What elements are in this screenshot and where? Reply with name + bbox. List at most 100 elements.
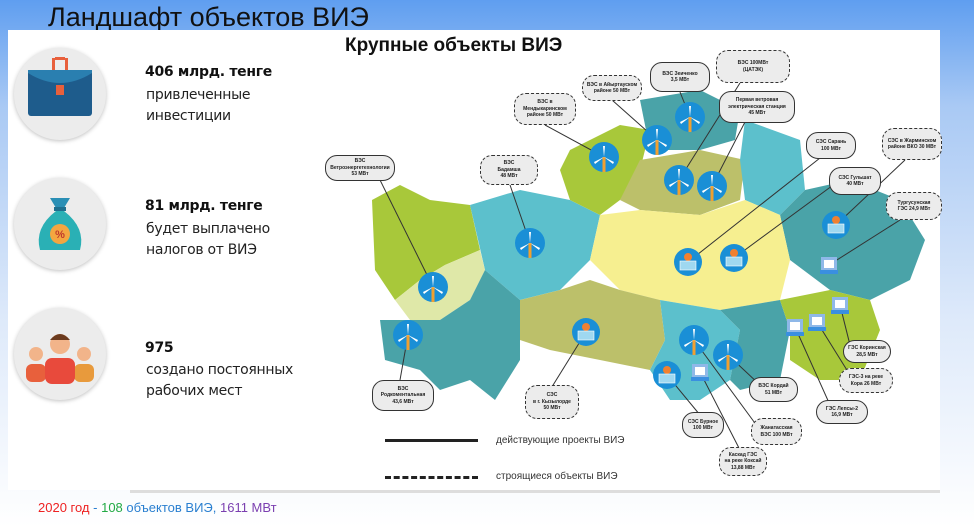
- wind-turbine-icon: [664, 165, 694, 195]
- callout-line: 51 МВт: [764, 389, 783, 396]
- region-mangystau: [380, 270, 520, 400]
- callout-line: ВЭС 100 МВт: [760, 431, 793, 438]
- investment-value: 406 млрд. тенге: [145, 64, 272, 80]
- people-icon: [14, 308, 106, 400]
- callout-line: 45 МВт: [748, 110, 766, 117]
- briefcase-icon: [14, 48, 106, 140]
- hydro-dam-icon: [820, 257, 838, 274]
- legend-operating-line: [385, 439, 478, 442]
- legend-construction-line: [385, 476, 478, 479]
- callout-line: 40 МВт: [846, 181, 864, 187]
- solar-panel-icon: [720, 244, 748, 272]
- callout-line: 100 МВт: [693, 425, 713, 431]
- wind-turbine-icon: [393, 320, 423, 350]
- wind-turbine-icon: [515, 228, 545, 258]
- wind-turbine-icon: [675, 102, 705, 132]
- callout-line: ГЭС 24,9 МВт: [897, 206, 931, 212]
- solar-panel-icon: [822, 211, 850, 239]
- callout-line: Кора 26 МВт: [850, 380, 882, 387]
- callout-line: 13,88 МВт: [730, 464, 756, 471]
- callout-line: районе 50 МВт: [526, 112, 564, 119]
- callout-line: Мендыкаринском: [523, 105, 567, 112]
- callout-line: ВЭС Зеиченко: [662, 70, 698, 77]
- callout-line: 3,5 МВт: [670, 77, 690, 83]
- svg-text:%: %: [55, 229, 65, 241]
- wind-turbine-icon: [642, 125, 672, 155]
- callout-line: СЭС Гульшат: [838, 174, 872, 181]
- map-title: Крупные объекты ВИЭ: [345, 35, 563, 56]
- callout-line: 28,5 МВт: [856, 351, 878, 358]
- stat-line: будет выплачено: [146, 221, 270, 237]
- callout-line: ВЭС Кордай: [758, 383, 789, 389]
- callout-line: на реке Коксай: [724, 458, 762, 465]
- callout-line: ВЭС: [397, 385, 409, 392]
- callout-line: ВЭС: [354, 158, 366, 165]
- callout-line: 43,6 МВт: [392, 398, 414, 405]
- callout-line: ВЭС: [503, 160, 515, 167]
- callout-line: ГЭС-3 на реке: [848, 374, 884, 380]
- divider: [130, 490, 940, 493]
- callout-line: 53 МВт: [351, 171, 369, 178]
- stat-line: налогов от ВИЭ: [146, 242, 257, 258]
- taxes-value: 81 млрд. тенге: [145, 198, 263, 214]
- callout-line: в г. Кызылорде: [533, 398, 571, 405]
- region-zhambyl: [720, 300, 790, 390]
- region-pavlodar: [740, 120, 805, 215]
- callout-line: Бадамша: [497, 166, 521, 173]
- solar-panel-icon: [674, 248, 702, 276]
- callout-line: Ветроэнергетехнологии: [330, 164, 390, 171]
- money-bag-icon: %: [14, 178, 106, 270]
- footer-dash: -: [89, 500, 102, 515]
- stat-line: создано постоянных: [146, 362, 293, 378]
- wind-turbine-icon: [589, 142, 619, 172]
- legend-construction-label: строящиеся объекты ВИЭ: [496, 471, 618, 482]
- footer-objects: объектов ВИЭ,: [122, 500, 217, 515]
- callout-line: СЭС: [546, 392, 558, 399]
- footer-power: 1611 МВт: [216, 500, 277, 515]
- callout-line: СЭС Бурное: [687, 418, 719, 425]
- solar-panel-icon: [653, 361, 681, 389]
- callout-line: СЭС в Жарминском: [887, 137, 937, 144]
- callout-line: Родкоментальная: [380, 392, 426, 399]
- callout-line: ГЭС Лепсы-2: [825, 405, 859, 412]
- footer-count: 108: [101, 500, 123, 515]
- callout-line: районе 50 МВт: [593, 88, 631, 94]
- callout-line: ВЭС в Айыртауском: [586, 81, 638, 88]
- callout-line: Каскад ГЭС: [728, 451, 758, 458]
- footer-year: 2020 год: [38, 500, 90, 515]
- callout-line: электрическая станция: [728, 103, 786, 110]
- legend-operating-label: действующие проекты ВИЭ: [496, 435, 625, 446]
- slide-title: Ландшафт объектов ВИЭ: [48, 2, 369, 32]
- wind-turbine-icon: [713, 340, 743, 370]
- callout-line: 50 МВт: [543, 405, 561, 412]
- callout-line: 48 МВт: [500, 173, 518, 180]
- hydro-dam-icon: [786, 319, 804, 336]
- hydro-dam-icon: [831, 297, 849, 314]
- taxes-label: будет выплачено налогов от ВИЭ: [146, 219, 270, 261]
- footer-summary: 2020 год - 108 объектов ВИЭ, 1611 МВт: [38, 500, 277, 515]
- map-callout: ВЭС 100МВт(ЦАТЭК): [716, 50, 790, 83]
- callout-line: Жанатасская: [760, 425, 793, 431]
- callout-line: 100 МВт: [821, 145, 841, 152]
- hydro-dam-icon: [691, 364, 709, 381]
- jobs-value: 975: [145, 340, 174, 356]
- stat-line: привлеченные: [146, 87, 251, 103]
- callout-line: районе ВКО 30 МВт: [887, 144, 937, 150]
